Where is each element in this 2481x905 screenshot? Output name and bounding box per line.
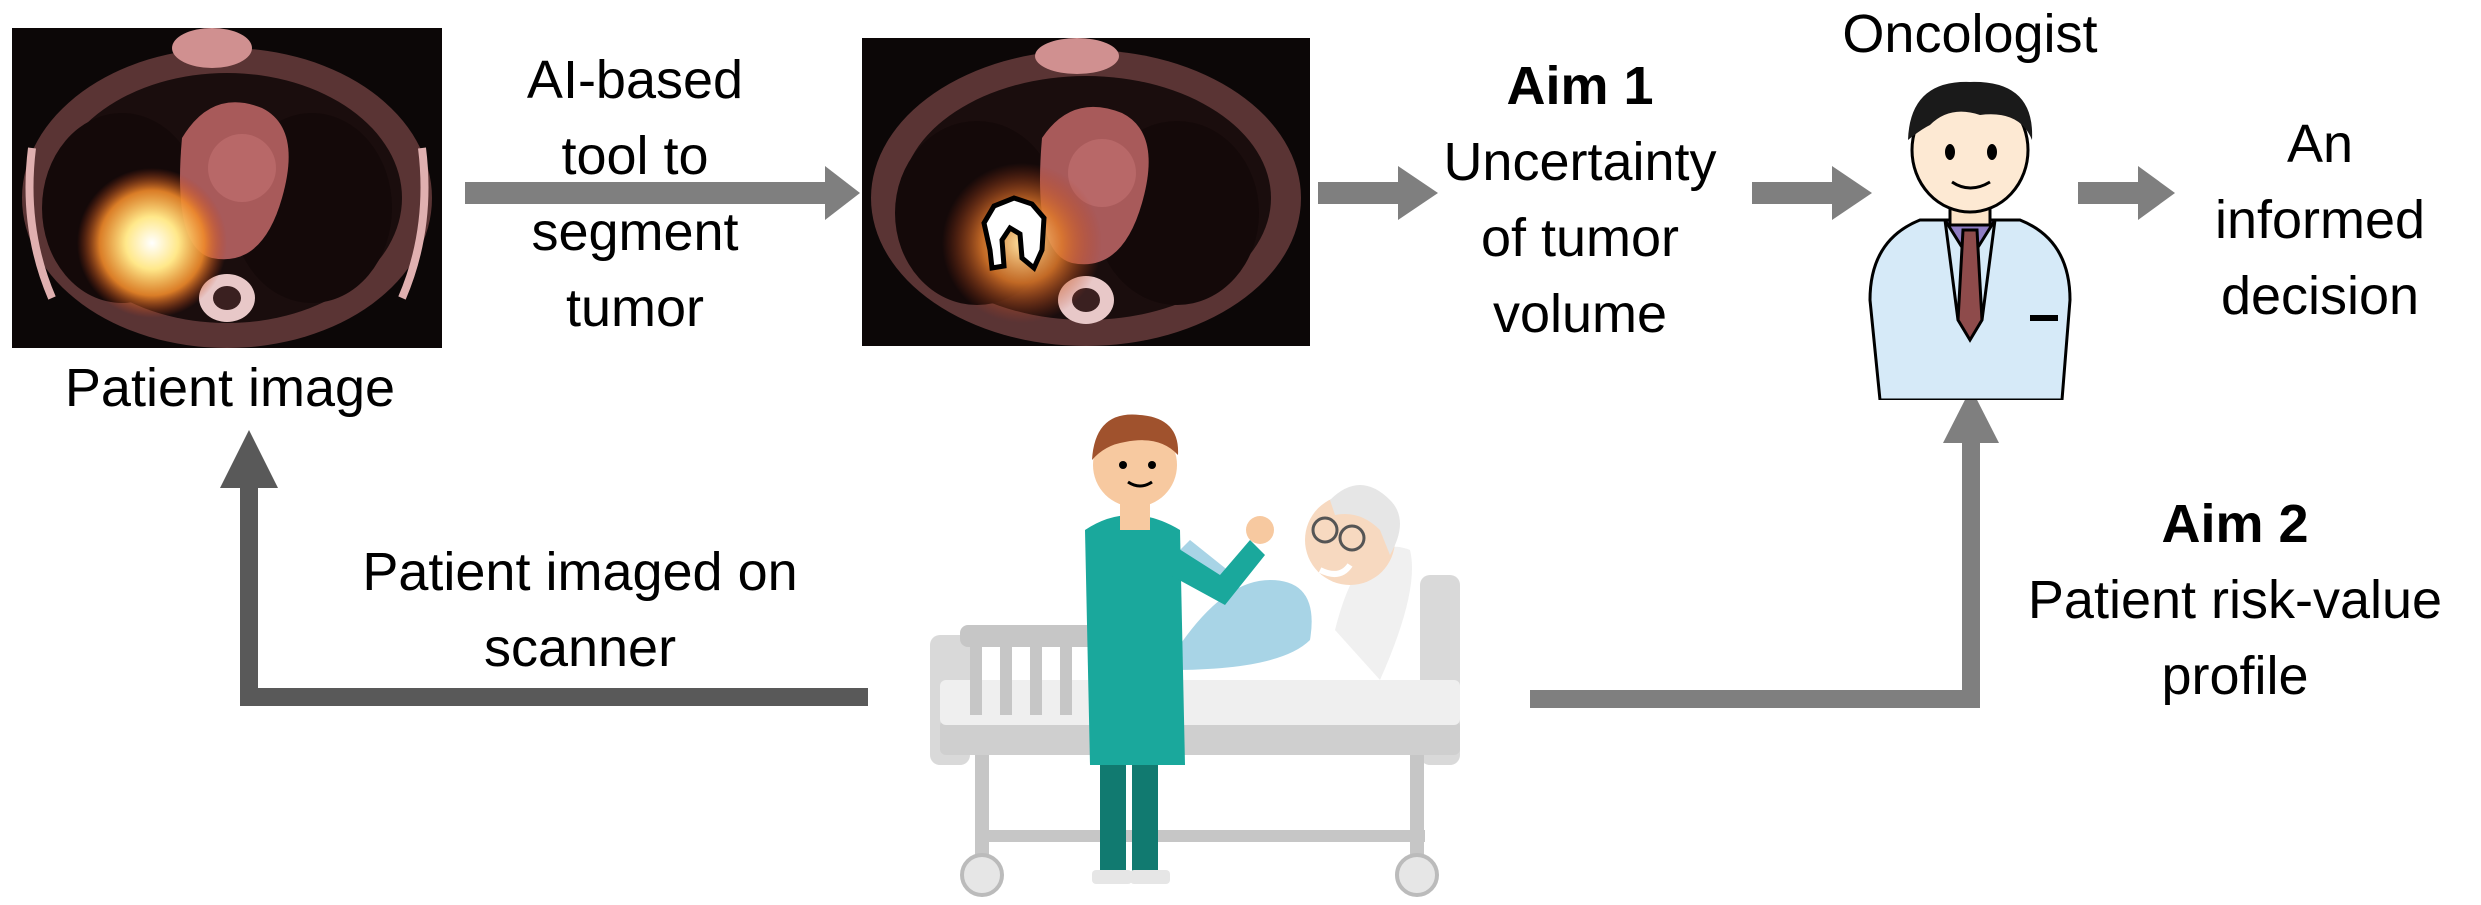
oncologist-illustration (1850, 70, 2090, 400)
oncologist-label: Oncologist (1800, 0, 2140, 72)
aim2-line-2: profile (1990, 638, 2480, 714)
decision-line-3: decision (2170, 258, 2470, 334)
connector-to-patient-image (240, 688, 868, 706)
aim1-line-3: volume (1420, 276, 1740, 352)
decision-block: An informed decision (2170, 106, 2470, 334)
imaged-line-1: Patient imaged on (300, 534, 860, 610)
aim1-block: Aim 1 Uncertainty of tumor volume (1420, 48, 1740, 352)
aim2-title: Aim 2 (1990, 486, 2480, 562)
aim2-line-1: Patient risk-value (1990, 562, 2480, 638)
aim1-line-1: Uncertainty (1420, 124, 1740, 200)
ai-tool-line-2: tool to (480, 118, 790, 194)
patient-image-label: Patient image (0, 350, 460, 426)
aim1-line-2: of tumor (1420, 200, 1740, 276)
aim1-title: Aim 1 (1420, 48, 1740, 124)
ai-tool-line-1: AI-based (480, 42, 790, 118)
ai-tool-line-4: tumor (480, 270, 790, 346)
decision-line-1: An (2170, 106, 2470, 182)
imaged-block: Patient imaged on scanner (300, 534, 860, 686)
imaged-line-2: scanner (300, 610, 860, 686)
ai-tool-label: AI-based tool to segment tumor (480, 42, 790, 346)
arrow-to-oncologist (1752, 182, 1832, 204)
ai-tool-line-3: segment (480, 194, 790, 270)
arrow-to-aim1 (1318, 182, 1398, 204)
patient-bed-illustration (920, 380, 1480, 905)
decision-line-2: informed (2170, 182, 2470, 258)
aim2-block: Aim 2 Patient risk-value profile (1990, 486, 2480, 714)
connector-to-aim2 (1530, 690, 1980, 708)
